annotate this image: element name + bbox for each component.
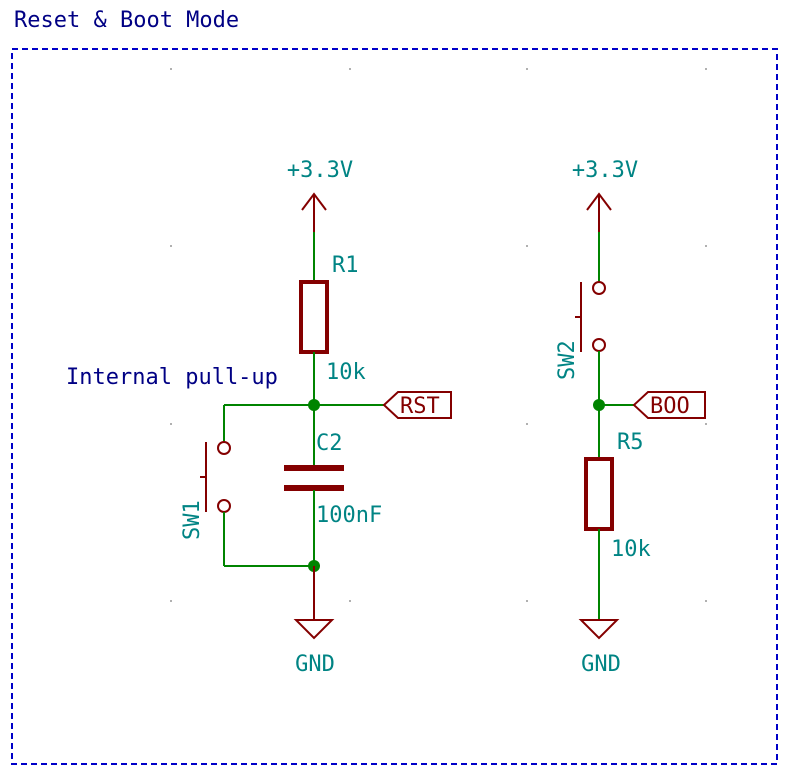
- capacitor-c2-ref: C2: [316, 431, 343, 456]
- net-label-rst-text: RST: [400, 394, 440, 419]
- power-symbol-3v3-boot: +3.3V: [572, 158, 638, 232]
- capacitor-c2-value: 100nF: [316, 503, 382, 528]
- ground-symbol-reset: GND: [293, 566, 335, 677]
- power-symbol-3v3-reset: +3.3V: [287, 158, 353, 232]
- capacitor-c2: C2 100nF: [284, 405, 382, 566]
- ground-icon: [578, 619, 620, 640]
- switch-contact-icon: [592, 338, 606, 352]
- resistor-r1: R1 10k: [299, 253, 366, 385]
- sheet-title: Reset & Boot Mode: [14, 8, 239, 33]
- note-internal-pull-up: Internal pull-up: [66, 365, 278, 390]
- boot-circuit: +3.3V SW2 BOO R5 10k: [555, 158, 706, 677]
- switch-sw2-ref: SW2: [555, 340, 580, 380]
- ground-label-reset: GND: [295, 652, 335, 677]
- switch-sw1-ref: SW1: [180, 500, 205, 540]
- switch-contact-icon: [217, 441, 231, 455]
- ground-symbol-boot: GND: [578, 619, 621, 677]
- junction-dot: [593, 399, 605, 411]
- resistor-r1-value: 10k: [326, 360, 366, 385]
- net-label-rst: RST: [382, 391, 452, 419]
- switch-contact-icon: [592, 281, 606, 295]
- sheet-border: [11, 48, 778, 765]
- ground-label-boot: GND: [581, 652, 621, 677]
- resistor-body-icon: [299, 280, 329, 354]
- switch-sw2: SW2: [555, 281, 606, 380]
- power-label-3v3-reset: +3.3V: [287, 158, 353, 183]
- net-label-boo: BOO: [632, 391, 706, 419]
- net-label-boo-text: BOO: [650, 394, 690, 419]
- switch-contact-icon: [217, 499, 231, 513]
- resistor-r1-ref: R1: [332, 253, 359, 278]
- power-label-3v3-boot: +3.3V: [572, 158, 638, 183]
- resistor-r5-ref: R5: [617, 430, 644, 455]
- resistor-r5-value: 10k: [611, 537, 651, 562]
- grid-dots: [170, 68, 707, 602]
- reset-circuit: +3.3V R1 10k RST Internal pull-up: [66, 158, 452, 677]
- switch-sw1: SW1: [180, 441, 314, 567]
- resistor-r5: R5 10k: [584, 430, 651, 562]
- resistor-body-icon: [584, 457, 614, 531]
- ground-icon: [293, 619, 335, 640]
